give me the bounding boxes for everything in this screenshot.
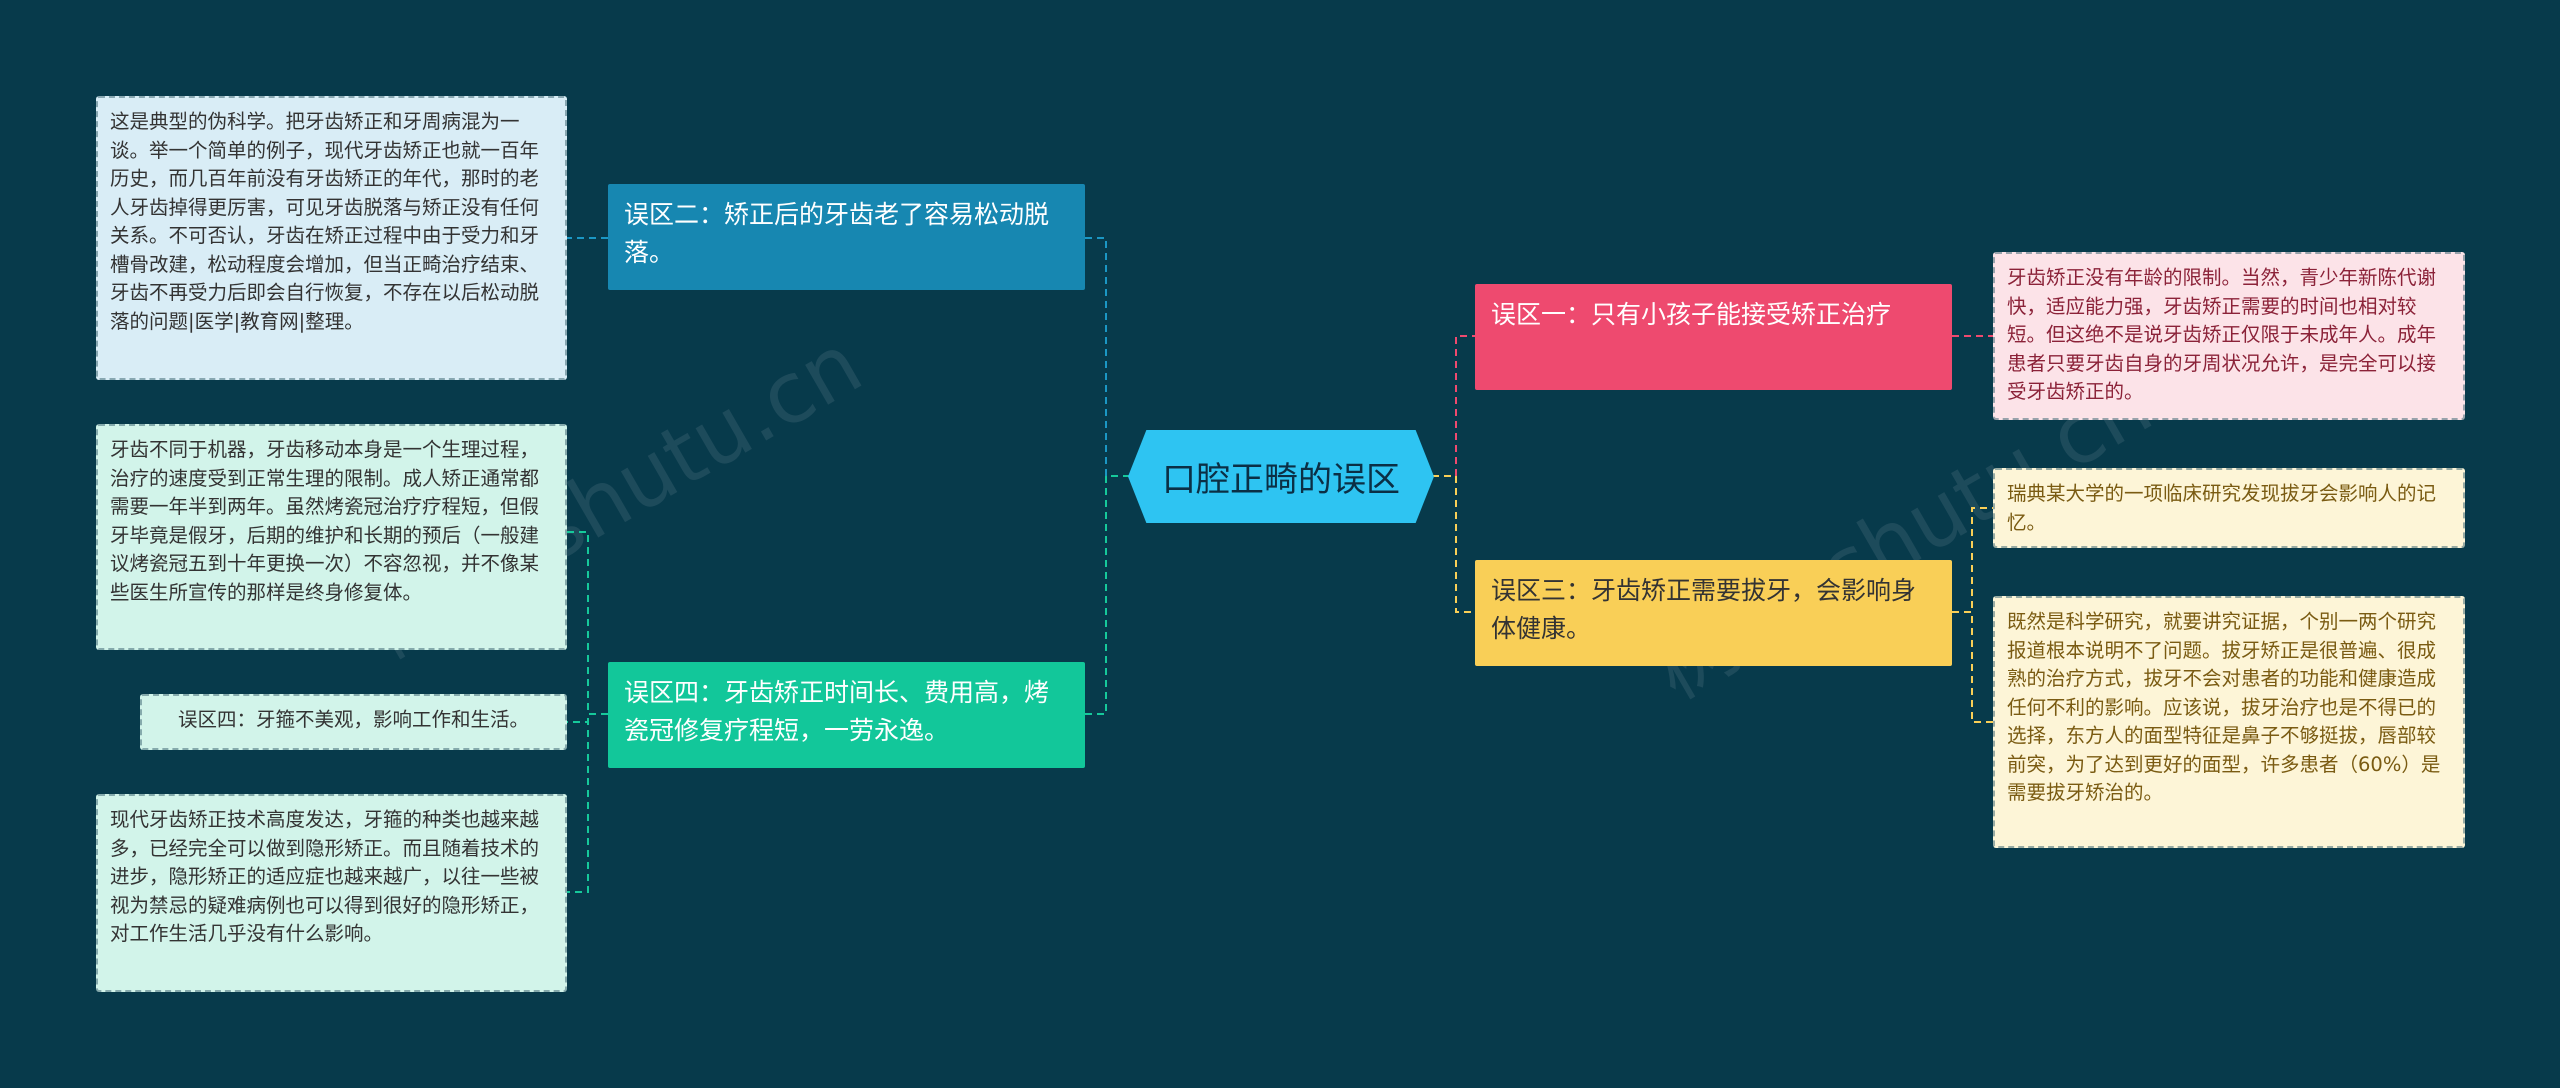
- leaf-myth4-invisible-braces: 现代牙齿矫正技术高度发达，牙箍的种类也越来越多，已经完全可以做到隐形矫正。而且随…: [96, 794, 567, 992]
- leaf-myth3-study: 瑞典某大学的一项临床研究发现拔牙会影响人的记忆。: [1993, 468, 2465, 548]
- connector-root-myth4: [1085, 475, 1130, 715]
- connector-myth3-leaf1: [1952, 507, 1993, 613]
- leaf-myth4-subtopic: 误区四：牙箍不美观，影响工作和生活。: [140, 694, 567, 750]
- topic-myth4[interactable]: 误区四：牙齿矫正时间长、费用高，烤瓷冠修复疗程短，一劳永逸。: [608, 662, 1085, 768]
- connector-myth4-leaf1: [567, 531, 608, 715]
- connector-myth3-leaf2: [1952, 611, 1993, 723]
- leaf-myth2-explanation: 这是典型的伪科学。把牙齿矫正和牙周病混为一谈。举一个简单的例子，现代牙齿矫正也就…: [96, 96, 567, 380]
- leaf-myth4-explanation: 牙齿不同于机器，牙齿移动本身是一个生理过程，治疗的速度受到正常生理的限制。成人矫…: [96, 424, 567, 650]
- leaf-myth3-explanation: 既然是科学研究，就要讲究证据，个别一两个研究报道根本说明不了问题。拔牙矫正是很普…: [1993, 596, 2465, 848]
- root-topic[interactable]: 口腔正畸的误区: [1128, 430, 1434, 523]
- leaf-myth1-explanation: 牙齿矫正没有年龄的限制。当然，青少年新陈代谢快，适应能力强，牙齿矫正需要的时间也…: [1993, 252, 2465, 420]
- connector-root-myth3: [1432, 475, 1475, 613]
- connector-root-myth2: [1085, 237, 1130, 477]
- connector-root-myth1: [1432, 335, 1475, 477]
- topic-myth1[interactable]: 误区一：只有小孩子能接受矫正治疗: [1475, 284, 1952, 390]
- connector-myth4-leaf3: [567, 713, 608, 893]
- topic-myth2[interactable]: 误区二：矫正后的牙齿老了容易松动脱落。: [608, 184, 1085, 290]
- topic-myth3[interactable]: 误区三：牙齿矫正需要拔牙，会影响身体健康。: [1475, 560, 1952, 666]
